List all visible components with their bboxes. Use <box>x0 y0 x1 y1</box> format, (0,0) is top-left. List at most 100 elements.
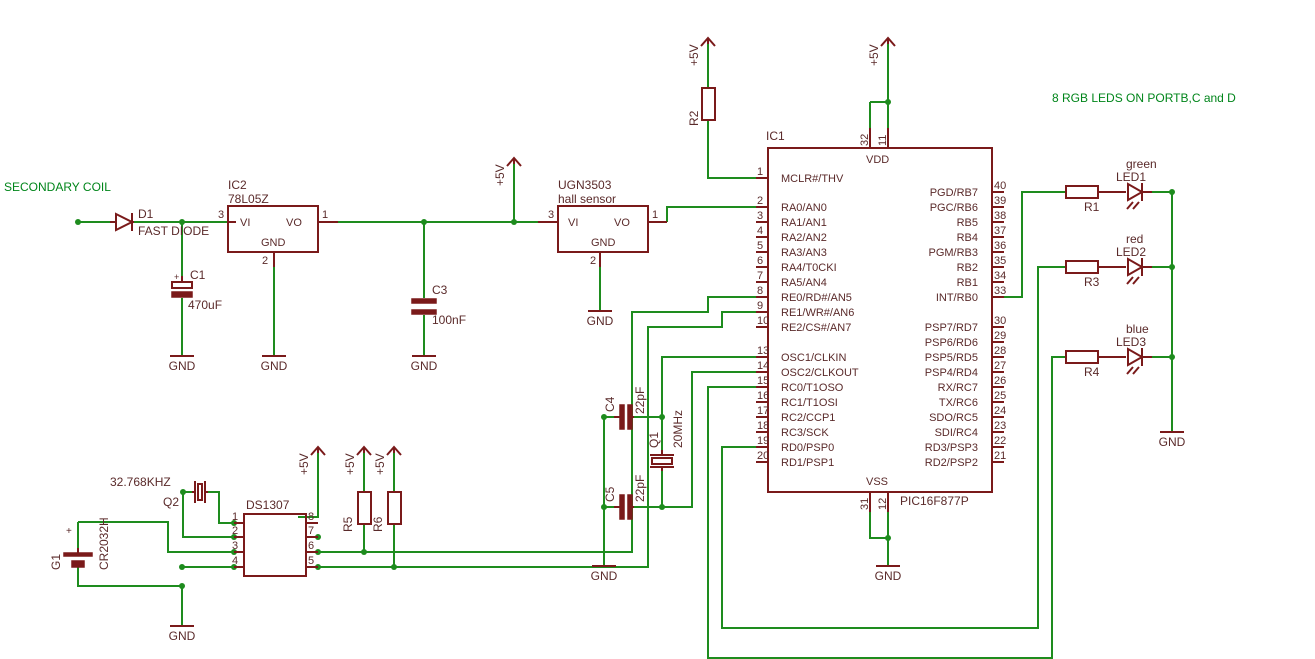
hall-value: hall sensor <box>558 192 616 206</box>
d1-ref: D1 <box>138 207 154 221</box>
led-color: green <box>1126 157 1157 171</box>
led-ref: LED3 <box>1116 335 1146 349</box>
g1-value: CR2032H <box>97 517 111 570</box>
wires <box>77 38 1173 659</box>
led-symbol <box>1127 347 1145 367</box>
ic2-pin-vi: VI <box>240 217 250 229</box>
ic1-pin-number: 17 <box>757 405 769 417</box>
gnd-symbol: GND <box>587 310 614 328</box>
gnd-symbol: GND <box>591 565 618 583</box>
ic2-value: 78L05Z <box>228 192 269 206</box>
ic1-pin-number: 18 <box>757 420 769 432</box>
ic1-pin-name: RC2/CCP1 <box>781 412 835 424</box>
ic2-pin-gnd-num: 2 <box>262 255 268 267</box>
ic1-pin-number: 34 <box>994 270 1006 282</box>
ic1-pin-number: 38 <box>994 210 1006 222</box>
ic1-pin-name: PSP5/RD5 <box>925 352 978 364</box>
gnd-symbol: GND <box>169 625 196 643</box>
ic1-pin-number: 16 <box>757 390 769 402</box>
diode-d1: D1 FAST DIODE <box>110 207 209 238</box>
gnd-label: GND <box>261 359 288 373</box>
ic1-pin-number: 21 <box>994 450 1006 462</box>
ic1-pin-name: RB4 <box>957 232 978 244</box>
capacitor-c1: + C1 470uF <box>171 268 222 312</box>
ic1-pin-name: INT/RB0 <box>936 292 978 304</box>
gnd-label: GND <box>591 569 618 583</box>
ic1-pin-name: RA2/AN2 <box>781 232 827 244</box>
ic1-pin-number: 39 <box>994 195 1006 207</box>
capacitor-c4: C4 22pF <box>603 387 647 430</box>
ic1-pin-number: 7 <box>757 270 763 282</box>
hall-pin-vo: VO <box>614 217 630 229</box>
ic1-pin-number: 24 <box>994 405 1006 417</box>
led-symbol <box>1127 257 1145 277</box>
ic1-pin-32-num: 32 <box>859 134 871 146</box>
resistor-r6: R6 <box>371 491 402 532</box>
vcc-symbol: +5V <box>867 36 896 66</box>
vcc-label: +5V <box>373 453 387 475</box>
ic1-left-pins: 1MCLR#/THV2RA0/AN03RA1/AN14RA2/AN25RA3/A… <box>756 166 859 469</box>
ic1-pin-name: SDI/RC4 <box>935 427 978 439</box>
c3-ref: C3 <box>432 283 448 297</box>
ic1-pin-number: 23 <box>994 420 1006 432</box>
ic1-pin-number: 9 <box>757 300 763 312</box>
resistor <box>1065 185 1099 199</box>
ic1-pin-number: 13 <box>757 345 769 357</box>
ic1-pin-name: OSC2/CLKOUT <box>781 367 859 379</box>
ic1-pin-number: 3 <box>757 210 763 222</box>
ic1-pin-name: RC1/T1OSI <box>781 397 838 409</box>
ic1-pin-number: 36 <box>994 240 1006 252</box>
resistor-ref: R4 <box>1084 365 1100 379</box>
ic1-pin-name: RC3/SCK <box>781 427 829 439</box>
ds1307-pin-8-num: 8 <box>308 511 314 523</box>
ic1-pin-name: PGM/RB3 <box>928 247 978 259</box>
ic1-pin-number: 15 <box>757 375 769 387</box>
hall-pin-gnd-num: 2 <box>590 255 596 267</box>
ic1-pin-number: 22 <box>994 435 1006 447</box>
vcc-symbol: +5V <box>343 445 372 475</box>
ic1-pin-number: 10 <box>757 315 769 327</box>
r2-ref: R2 <box>687 110 701 126</box>
ic1-pin-number: 1 <box>757 166 763 178</box>
c1-ref: C1 <box>190 268 206 282</box>
capacitor-c5: C5 22pF <box>603 475 647 520</box>
vcc-label: +5V <box>867 44 881 66</box>
ic1-pin-number: 35 <box>994 255 1006 267</box>
hall-pin-out-num: 1 <box>652 209 658 221</box>
ds1307-pin-3-num: 3 <box>232 540 238 552</box>
junctions <box>75 99 1175 589</box>
led-color: red <box>1126 232 1143 246</box>
q2-ref: Q2 <box>163 495 179 509</box>
hall-pin-gnd: GND <box>591 237 616 249</box>
regulator-ic2: VI VO GND 3 1 2 IC2 78L05Z <box>218 178 338 267</box>
ic1-pin-number: 26 <box>994 375 1006 387</box>
gnd-symbol: GND <box>411 355 438 373</box>
ic1-pin-number: 29 <box>994 330 1006 342</box>
gnd-symbol: GND <box>169 355 196 373</box>
